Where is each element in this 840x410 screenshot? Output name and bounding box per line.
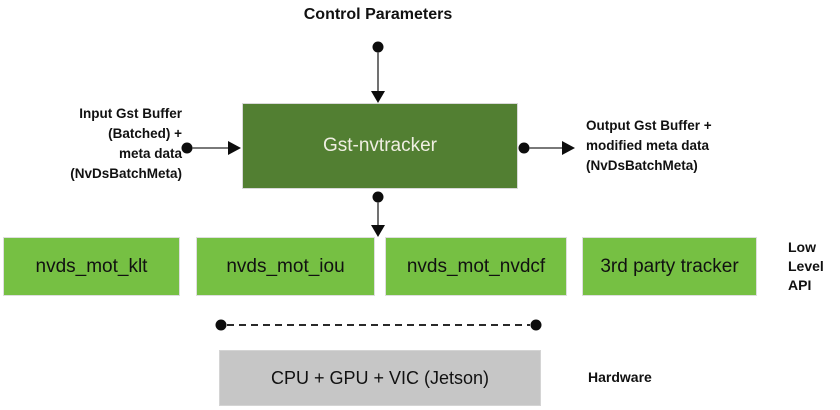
low-level-api-label-line: API [788, 277, 812, 293]
low-level-box-label: 3rd party tracker [600, 255, 739, 277]
output-buffer-label-line: modified meta data [586, 138, 710, 153]
gst-nvtracker-label: Gst-nvtracker [322, 135, 438, 156]
low-level-box-label: nvds_mot_iou [226, 255, 345, 277]
lowlevel-hardware-dashed-line [215, 319, 542, 331]
output-buffer-label-line: (NvDsBatchMeta) [586, 158, 698, 173]
hardware-box-label: CPU + GPU + VIC (Jetson) [270, 367, 490, 388]
hardware-label: Hardware [588, 369, 652, 385]
gst-nvtracker-box: Gst-nvtracker [242, 103, 518, 189]
tracker-to-lowlevel-arrow [371, 191, 385, 237]
hardware-box: CPU + GPU + VIC (Jetson) [219, 350, 541, 406]
input-arrow [181, 141, 241, 155]
input-buffer-label-line: (Batched) + [108, 126, 182, 141]
control-parameters-label: Control Parameters [303, 6, 453, 23]
low-level-box-label: nvds_mot_klt [35, 255, 148, 277]
control-params-arrow [371, 41, 385, 103]
output-arrow [518, 141, 575, 155]
low-level-api-label: Low Level API [788, 238, 838, 295]
low-level-box-nvds-mot-iou: nvds_mot_iou [196, 237, 375, 296]
input-buffer-label-line: (NvDsBatchMeta) [70, 166, 182, 181]
low-level-box-nvds-mot-nvdcf: nvds_mot_nvdcf [385, 237, 567, 296]
output-buffer-label: Output Gst Buffer + modified meta data (… [586, 116, 786, 176]
output-buffer-label-line: Output Gst Buffer + [586, 118, 712, 133]
input-buffer-label-line: Input Gst Buffer [79, 106, 182, 121]
low-level-api-label-line: Low [788, 239, 816, 255]
low-level-box-3rd-party-tracker: 3rd party tracker [582, 237, 757, 296]
low-level-box-label: nvds_mot_nvdcf [406, 255, 546, 277]
input-buffer-label-line: meta data [118, 146, 182, 161]
input-buffer-label: Input Gst Buffer (Batched) + meta data (… [20, 104, 182, 184]
low-level-api-label-line: Level [788, 258, 824, 274]
low-level-box-nvds-mot-klt: nvds_mot_klt [3, 237, 180, 296]
